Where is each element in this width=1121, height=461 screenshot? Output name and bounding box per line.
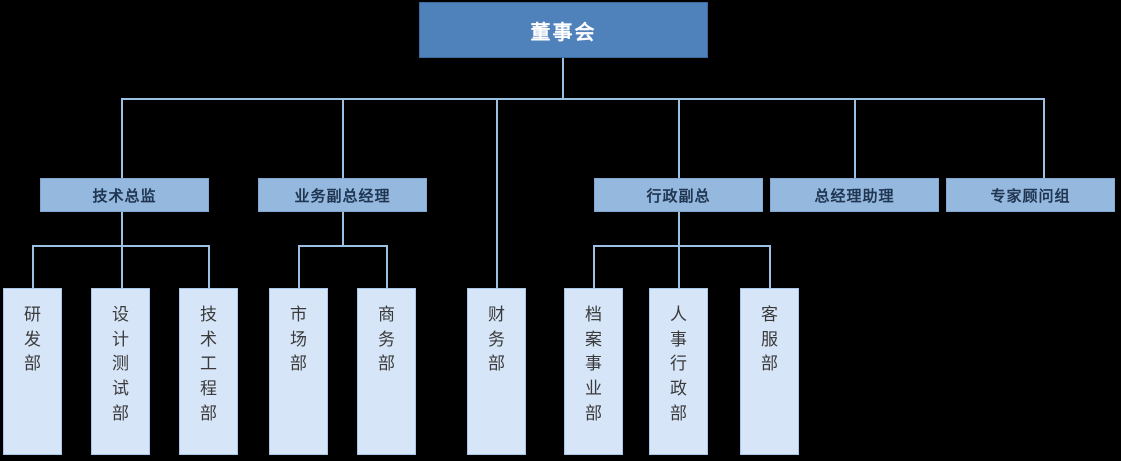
node-tech-director[interactable]: 技术总监 [40,178,209,212]
connector-stem-admin-vp [678,212,680,246]
node-label: 研发部 [24,305,41,375]
connector-drop-archive-division [593,245,595,288]
connector-drop-expert-group [1043,98,1045,178]
node-label: 业务副总经理 [294,186,391,205]
node-design-test-dept[interactable]: 设计测试部 [91,288,150,455]
node-customer-service-dept[interactable]: 客服部 [740,288,799,455]
connector-drop-gm-assistant [854,98,856,178]
node-label: 客服部 [761,305,778,375]
connector-main-bus [121,98,1045,100]
node-label: 财务部 [488,305,505,375]
node-label: 人事行政部 [670,305,687,424]
node-marketing-dept[interactable]: 市场部 [269,288,328,455]
node-label: 总经理助理 [814,186,895,205]
node-label: 技术工程部 [200,305,217,424]
node-expert-group[interactable]: 专家顾问组 [946,178,1115,212]
connector-stem-tech-director [121,212,123,246]
connector-bus-business-vp [298,245,388,247]
connector-drop-rd-dept [32,245,34,288]
connector-drop-tech-engineering-dept [208,245,210,288]
connector-drop-business-vp [342,98,344,178]
connector-drop-design-test-dept [121,245,123,288]
node-tech-engineering-dept[interactable]: 技术工程部 [179,288,238,455]
node-label: 技术总监 [92,186,157,205]
node-label: 设计测试部 [112,305,129,424]
node-gm-assistant[interactable]: 总经理助理 [770,178,939,212]
node-archive-division[interactable]: 档案事业部 [564,288,623,455]
node-label: 董事会 [530,19,597,44]
connector-drop-admin-vp [678,98,680,178]
node-board-of-directors[interactable]: 董事会 [419,2,708,58]
node-rd-dept[interactable]: 研发部 [3,288,62,455]
connector-drop-marketing-dept [298,245,300,288]
node-business-vp[interactable]: 业务副总经理 [258,178,427,212]
connector-root-stem [562,58,564,99]
connector-drop-hr-admin-dept [678,245,680,288]
node-admin-vp[interactable]: 行政副总 [594,178,763,212]
node-label: 档案事业部 [585,305,602,424]
connector-drop-commerce-dept [386,245,388,288]
connector-drop-customer-service-dept [769,245,771,288]
node-label: 专家顾问组 [990,186,1071,205]
node-label: 行政副总 [646,186,711,205]
node-label: 市场部 [290,305,307,375]
node-label: 商务部 [378,305,395,375]
connector-bus-admin-vp [593,245,771,247]
node-commerce-dept[interactable]: 商务部 [357,288,416,455]
connector-drop-tech-director [121,98,123,178]
node-finance-dept[interactable]: 财务部 [467,288,526,455]
node-hr-admin-dept[interactable]: 人事行政部 [649,288,708,455]
connector-stem-business-vp [342,212,344,246]
connector-drop-finance-dept [496,98,498,288]
